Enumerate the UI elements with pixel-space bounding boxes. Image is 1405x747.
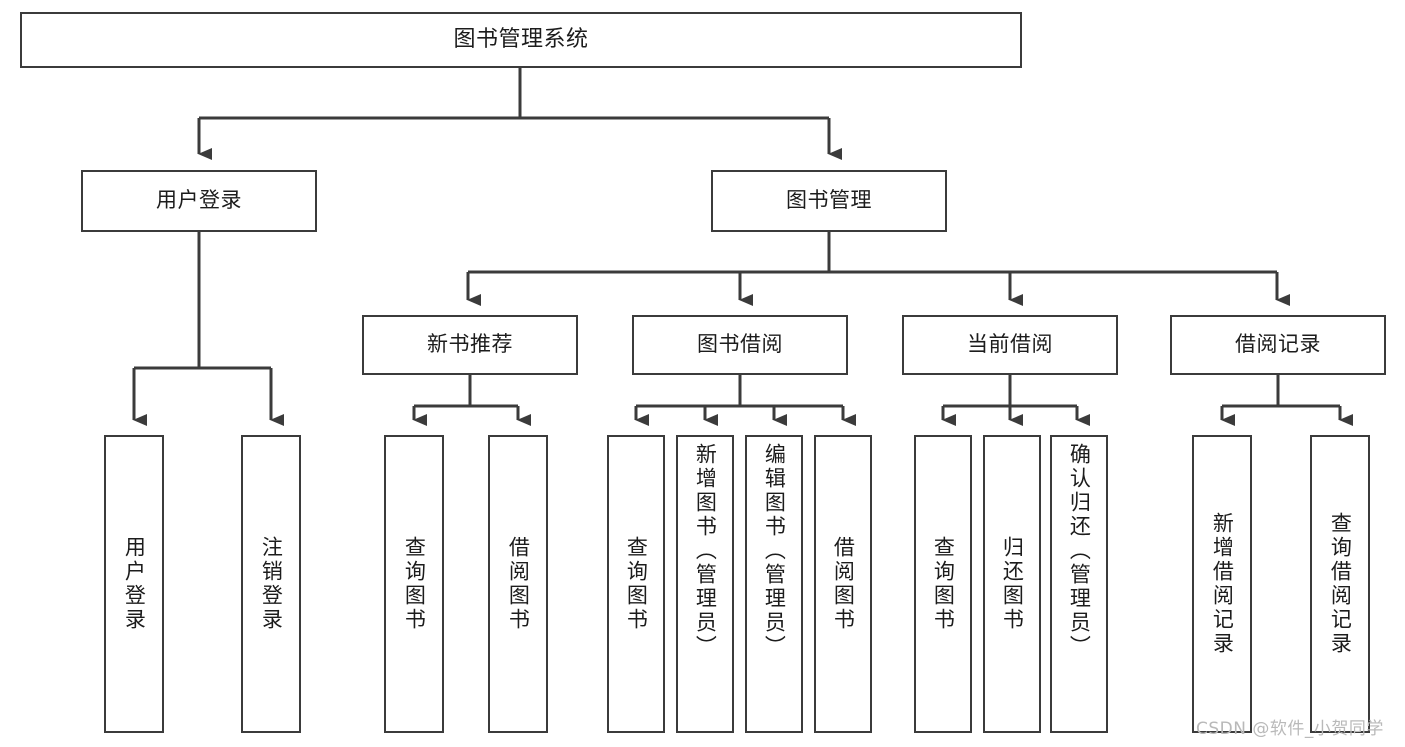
node-label: 新增图书（管理员）: [693, 443, 718, 659]
node-user-login[interactable]: 用户登录: [81, 170, 317, 232]
leaf-user-login[interactable]: 用户登录: [104, 435, 164, 733]
node-label: 确认归还（管理员）: [1067, 443, 1092, 659]
leaf-borrow-query-book[interactable]: 查询图书: [607, 435, 665, 733]
node-root-system[interactable]: 图书管理系统: [20, 12, 1022, 68]
node-label: 查询图书: [931, 536, 956, 632]
node-label: 用户登录: [156, 188, 242, 213]
leaf-logout-login[interactable]: 注销登录: [241, 435, 301, 733]
node-label: 图书管理系统: [453, 26, 589, 52]
csdn-watermark: CSDN @软件_小贺同学: [1196, 719, 1384, 739]
leaf-borrow-edit-book-admin[interactable]: 编辑图书（管理员）: [745, 435, 803, 733]
leaf-recommend-query-book[interactable]: 查询图书: [384, 435, 444, 733]
node-new-book-recommend[interactable]: 新书推荐: [362, 315, 578, 375]
leaf-current-confirm-return-admin[interactable]: 确认归还（管理员）: [1050, 435, 1108, 733]
node-label: 新增借阅记录: [1210, 512, 1235, 656]
node-borrow-record[interactable]: 借阅记录: [1170, 315, 1386, 375]
node-label: 借阅图书: [831, 536, 856, 632]
node-label: 归还图书: [1000, 536, 1025, 632]
leaf-current-query-book[interactable]: 查询图书: [914, 435, 972, 733]
leaf-recommend-borrow-book[interactable]: 借阅图书: [488, 435, 548, 733]
leaf-record-query-borrow-record[interactable]: 查询借阅记录: [1310, 435, 1370, 733]
node-book-borrow[interactable]: 图书借阅: [632, 315, 848, 375]
node-label: 用户登录: [122, 536, 147, 632]
node-label: 编辑图书（管理员）: [762, 443, 787, 659]
node-label: 注销登录: [259, 536, 284, 632]
node-label: 借阅图书: [506, 536, 531, 632]
leaf-borrow-borrow-book[interactable]: 借阅图书: [814, 435, 872, 733]
node-label: 借阅记录: [1235, 332, 1321, 357]
node-label: 当前借阅: [967, 332, 1053, 357]
node-label: 图书管理: [786, 188, 872, 213]
node-label: 查询图书: [624, 536, 649, 632]
leaf-current-return-book[interactable]: 归还图书: [983, 435, 1041, 733]
node-label: 新书推荐: [427, 332, 513, 357]
node-label: 查询借阅记录: [1328, 512, 1353, 656]
node-current-borrow[interactable]: 当前借阅: [902, 315, 1118, 375]
leaf-record-add-borrow-record[interactable]: 新增借阅记录: [1192, 435, 1252, 733]
node-label: 图书借阅: [697, 332, 783, 357]
leaf-borrow-add-book-admin[interactable]: 新增图书（管理员）: [676, 435, 734, 733]
node-book-management[interactable]: 图书管理: [711, 170, 947, 232]
node-label: 查询图书: [402, 536, 427, 632]
